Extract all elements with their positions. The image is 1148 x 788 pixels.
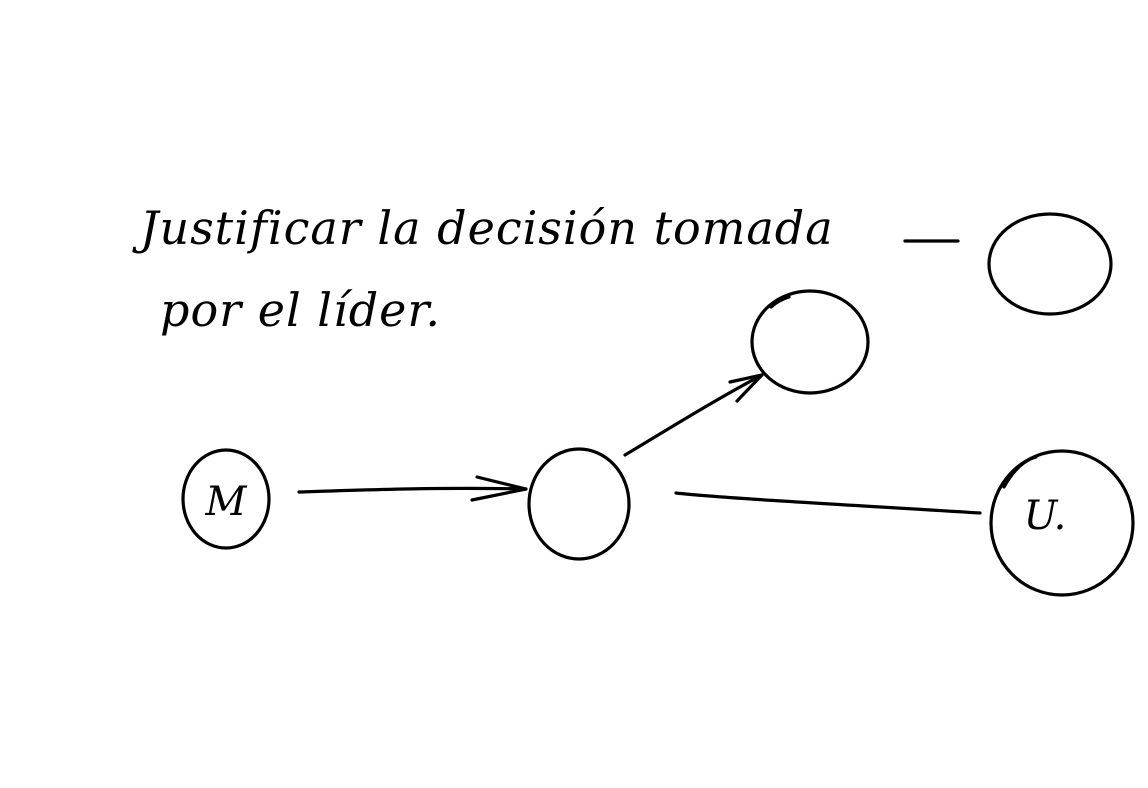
node-m-label: M xyxy=(205,479,248,525)
caption-line-1: Justificar la decisión tomada xyxy=(132,201,834,255)
node-upper-circle xyxy=(750,289,870,395)
caption-line-2: por el líder. xyxy=(160,283,441,337)
node-top-right xyxy=(987,212,1113,316)
node-upper-stroke-overlap xyxy=(769,295,791,309)
node-center xyxy=(527,447,631,561)
edge-m-to-center-line xyxy=(297,486,528,494)
edge-center-to-u xyxy=(674,491,982,515)
node-m: M xyxy=(181,448,271,550)
node-u: U. xyxy=(989,449,1135,597)
node-u-label: U. xyxy=(1024,493,1067,539)
node-top-right-circle xyxy=(987,212,1113,316)
arrowhead-icon xyxy=(728,373,764,403)
node-m-circle xyxy=(181,448,271,550)
node-u-stroke-overlap xyxy=(1002,455,1038,489)
edge-center-to-upper-line xyxy=(623,373,764,457)
node-upper xyxy=(750,289,870,395)
edge-center-to-u-line xyxy=(674,491,982,515)
edge-center-to-upper xyxy=(623,373,764,457)
edge-m-to-center xyxy=(297,475,528,502)
arrowhead-icon xyxy=(470,475,528,502)
node-center-circle xyxy=(527,447,631,561)
node-u-circle xyxy=(989,449,1135,597)
